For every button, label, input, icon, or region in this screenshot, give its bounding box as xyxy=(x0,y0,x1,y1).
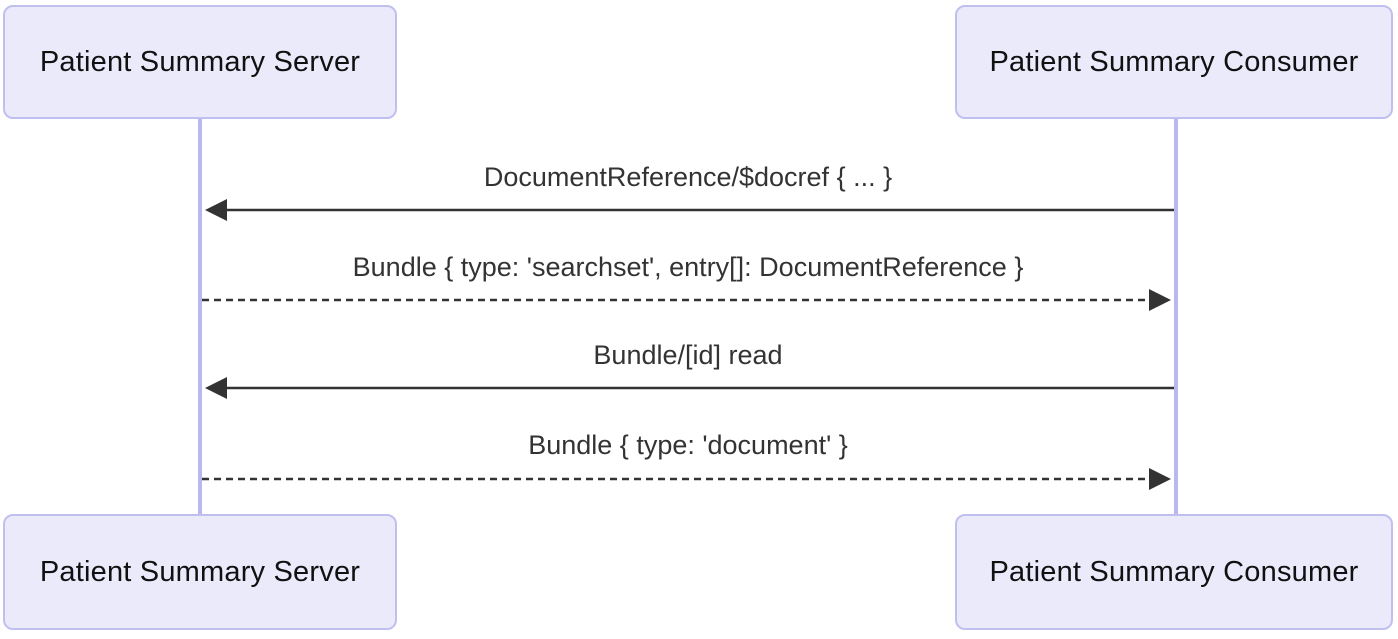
message-4-label: Bundle { type: 'document' } xyxy=(528,430,848,460)
actor-bottom-consumer-box: Patient Summary Consumer xyxy=(955,514,1393,630)
message-1-arrowhead xyxy=(205,199,227,221)
actor-bottom-consumer-label: Patient Summary Consumer xyxy=(989,555,1359,588)
actor-bottom-server-box: Patient Summary Server xyxy=(3,514,397,630)
message-1-label: DocumentReference/$docref { ... } xyxy=(483,162,893,192)
message-4-arrowhead xyxy=(1149,468,1171,490)
actor-top-consumer-box: Patient Summary Consumer xyxy=(955,5,1393,119)
actor-top-consumer-label: Patient Summary Consumer xyxy=(989,45,1359,78)
actor-bottom-server-label: Patient Summary Server xyxy=(39,555,361,588)
message-3-arrowhead xyxy=(205,377,227,399)
message-2-label: Bundle { type: 'searchset', entry[]: Doc… xyxy=(352,252,1024,282)
actor-top-server-box: Patient Summary Server xyxy=(3,5,397,119)
message-2-arrowhead xyxy=(1149,289,1171,311)
actor-top-server-label: Patient Summary Server xyxy=(39,45,361,78)
message-3-label: Bundle/[id] read xyxy=(593,340,783,370)
